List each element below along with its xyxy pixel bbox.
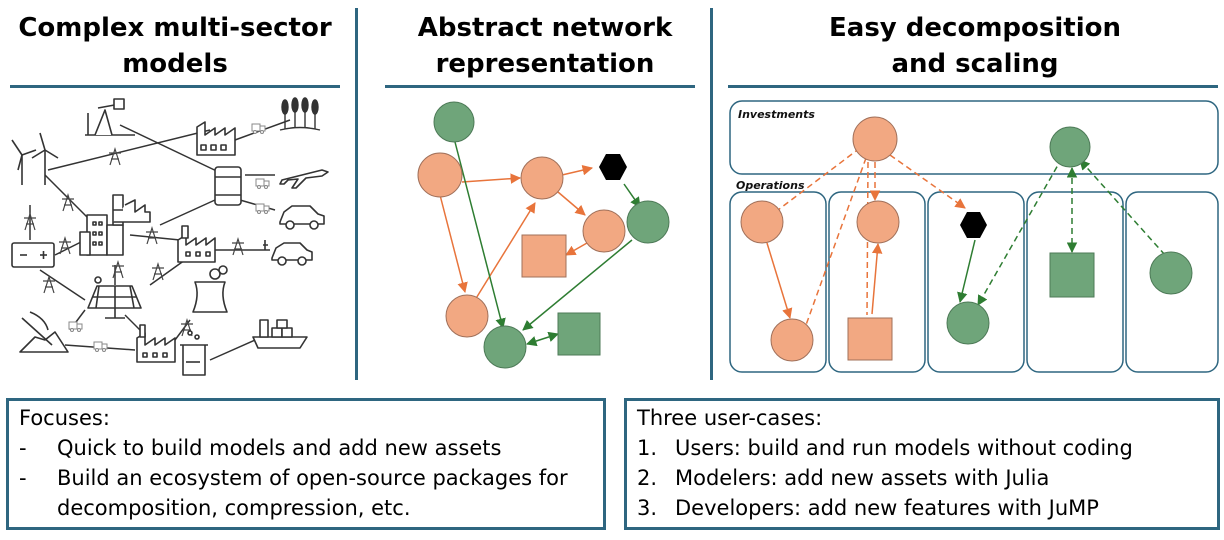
transmission-tower-icon: [43, 274, 55, 294]
wind-turbine-icon: [11, 132, 59, 185]
list-item-text: Build an ecosystem of open-source packag…: [57, 466, 568, 520]
truck-icon: [255, 203, 270, 214]
network-edge: [439, 194, 468, 294]
list-item: 3. Developers: add new features with JuM…: [637, 493, 1207, 523]
electric-car-icon: [263, 240, 313, 266]
network-edge: [561, 165, 594, 176]
transmission-tower-icon: [62, 192, 74, 212]
factory-icon: [196, 121, 236, 156]
operation-node-green: [1149, 251, 1193, 295]
truck-icon: [251, 123, 266, 134]
left-title-underline: [10, 85, 340, 88]
network-node-square-green: [557, 312, 601, 356]
panel-divider-left: [355, 8, 358, 380]
investments-label: Investments: [738, 108, 815, 121]
list-bullet: 1.: [637, 436, 658, 460]
transmission-tower-icon: [152, 261, 164, 281]
lab-beaker-icon: [180, 330, 208, 376]
network-node-orange: [445, 294, 489, 338]
operation-node-square-green: [1049, 252, 1095, 298]
operation-node-square-orange: [847, 317, 893, 361]
network-edge: [474, 202, 536, 301]
operations-block-3: [927, 191, 1025, 373]
network-node-hexagon: [599, 154, 627, 180]
network-node-green: [483, 325, 527, 369]
airplane-icon: [279, 169, 329, 189]
wheat-icon: [279, 97, 321, 131]
left-panel-title: Complex multi-sector models: [18, 13, 332, 79]
list-item-text: Users: build and run models without codi…: [675, 436, 1133, 460]
network-node-orange: [417, 152, 463, 198]
truck-icon: [93, 341, 108, 352]
transmission-tower-icon: [146, 225, 158, 245]
network-node-green: [626, 200, 670, 244]
network-edge: [454, 141, 506, 330]
right-panel-title: Easy decomposition and scaling: [829, 13, 1121, 79]
truck-icon: [255, 178, 270, 189]
transmission-tower-icon: [24, 211, 36, 231]
investment-node-orange: [852, 116, 898, 162]
operation-node-orange: [856, 200, 900, 244]
solar-panel-icon: [87, 276, 142, 319]
user-cases-title: Three user-cases:: [637, 406, 823, 430]
list-bullet: -: [19, 436, 27, 460]
user-cases-box: Three user-cases: 1. Users: build and ru…: [624, 398, 1220, 530]
investments-box: [729, 100, 1219, 175]
oil-barrel-icon: [214, 166, 242, 206]
cooling-tower-icon: [192, 265, 228, 313]
diagram-canvas: Investments Operations: [11, 97, 1219, 376]
operation-node-green: [946, 301, 990, 345]
list-bullet: -: [19, 466, 27, 490]
network-edge: [526, 331, 559, 347]
network-edge: [565, 242, 588, 256]
list-item-text: Developers: add new features with JuMP: [675, 496, 1099, 520]
operations-label: Operations: [736, 179, 805, 192]
truck-icon: [68, 321, 83, 332]
list-item: 2. Modelers: add new assets with Julia: [637, 463, 1207, 493]
transmission-tower-icon: [109, 146, 121, 166]
city-icon: [79, 194, 151, 256]
operations-block-5: [1125, 191, 1219, 373]
transmission-tower-icon: [59, 235, 71, 255]
investment-node-green: [1049, 126, 1091, 168]
car-icon: [279, 205, 325, 230]
network-node-square-orange: [521, 234, 567, 278]
network-edge: [461, 173, 522, 184]
factory-icon: [136, 324, 176, 363]
battery-icon: [11, 242, 55, 268]
network-edge: [557, 191, 586, 216]
mining-icon: [19, 311, 69, 353]
network-edge: [623, 183, 641, 208]
transmission-tower-icon: [232, 236, 244, 256]
network-node-orange: [520, 156, 564, 200]
network-node-green: [433, 101, 475, 143]
transmission-tower-icon: [112, 259, 124, 279]
middle-title-underline: [385, 85, 695, 88]
factory-icon: [177, 225, 216, 263]
list-item-text: Modelers: add new assets with Julia: [675, 466, 1050, 490]
focuses-title: Focuses:: [19, 406, 110, 430]
list-item: 1. Users: build and run models without c…: [637, 433, 1207, 463]
operation-node-orange: [770, 318, 814, 362]
network-edge: [522, 239, 633, 331]
panel-divider-right: [710, 8, 713, 380]
cargo-ship-icon: [252, 319, 308, 349]
list-item: - Quick to build models and add new asse…: [19, 433, 593, 463]
right-title-underline: [728, 85, 1218, 88]
middle-panel-title: Abstract network representation: [417, 13, 673, 79]
list-bullet: 3.: [637, 496, 658, 520]
list-bullet: 2.: [637, 466, 658, 490]
oil-pump-icon: [85, 98, 135, 136]
operation-node-orange: [740, 200, 784, 244]
network-node-orange: [582, 209, 626, 253]
abstract-network: [417, 101, 670, 369]
operations-block-1: [729, 191, 827, 373]
focuses-box: Focuses: - Quick to build models and add…: [6, 398, 606, 530]
operation-node-hexagon: [960, 212, 987, 238]
list-item-text: Quick to build models and add new assets: [57, 436, 502, 460]
list-item: - Build an ecosystem of open-source pack…: [19, 463, 593, 523]
